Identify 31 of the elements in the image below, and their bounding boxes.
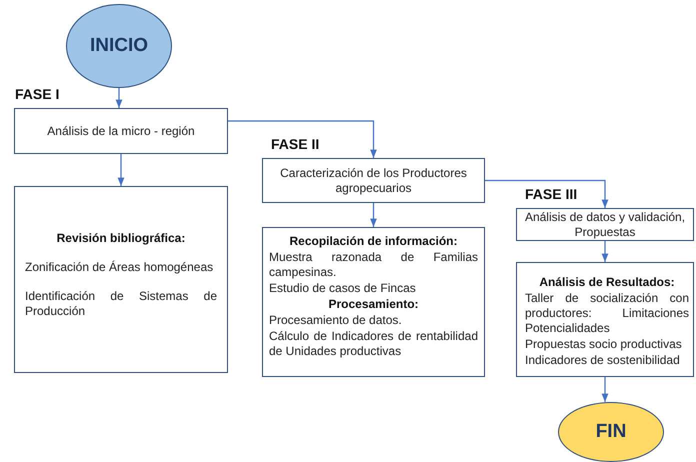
process-label: Caracterización de los Productores agropecuarios <box>279 166 468 196</box>
process-label: Análisis de datos y validación, Propuestas <box>524 210 686 240</box>
arrow <box>602 377 608 402</box>
process-label: Análisis de la micro - región <box>46 124 196 138</box>
oval-label: INICIO <box>90 35 148 57</box>
phase-heading: FASE I <box>15 86 60 102</box>
arrow <box>228 120 377 158</box>
activity-item: Estudio de casos de Fincas <box>269 281 417 296</box>
activity-box <box>14 186 228 373</box>
phase-heading: FASE II <box>271 136 320 152</box>
arrow <box>116 88 122 108</box>
activity-item: Taller de socialización con productores: Limitaciones Potencialidades <box>525 291 689 336</box>
activity-item: Zonificación de Áreas homogéneas <box>25 260 214 275</box>
phase-heading: FASE III <box>525 186 578 202</box>
arrow <box>602 241 608 262</box>
activity-item: Identificación de Sistemas de Producción <box>25 289 217 319</box>
activity-item: Cálculo de Indicadores de rentabilidad de Unidades productivas <box>269 329 478 359</box>
activity-item: Procesamiento de datos. <box>269 313 403 328</box>
activity-item: Indicadores de sostenibilidad <box>525 353 681 368</box>
arrow <box>118 154 124 186</box>
activity-item: Propuestas socio productivas <box>525 337 683 352</box>
section-heading: Revisión bibliográfica: <box>56 231 186 246</box>
arrow <box>370 203 377 227</box>
oval-label: FIN <box>596 421 626 443</box>
arrow <box>485 180 608 208</box>
activity-box <box>262 227 485 377</box>
activity-box <box>516 262 694 377</box>
section-heading: Análisis de Resultados: <box>538 275 676 290</box>
section-heading: Procesamiento: <box>327 297 420 312</box>
section-heading: Recopilación de información: <box>288 234 459 249</box>
activity-item: Muestra razonada de Familias campesinas. <box>269 250 478 280</box>
